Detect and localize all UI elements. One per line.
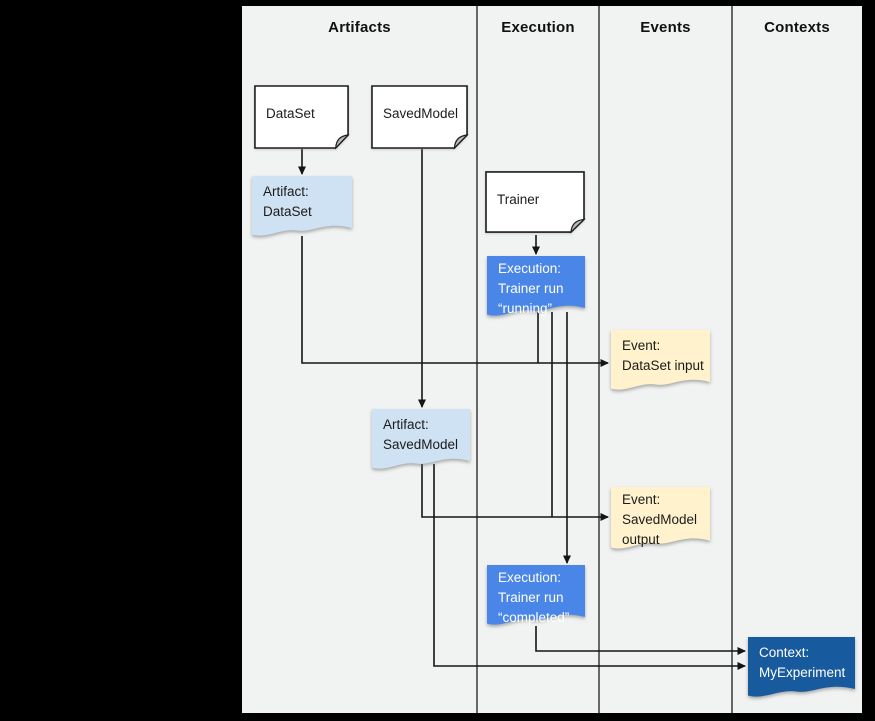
node-execution-running-label: Execution: Trainer run “running” (498, 261, 564, 316)
node-artifact-dataset-label: Artifact: DataSet (263, 184, 312, 219)
node-event-savedmodel-output: Event: SavedModel output (611, 487, 710, 553)
edge-execution-completed-to-context (535, 626, 746, 655)
wavy-document-shape-icon (372, 409, 470, 469)
wavy-document-shape-icon (748, 637, 855, 697)
node-savedmodel-label: SavedModel (383, 106, 459, 121)
node-event-savedmodel-output-label: Event: SavedModel output (622, 492, 698, 547)
wavy-document-shape-icon (487, 256, 585, 316)
node-event-dataset-input: Event: DataSet input (611, 330, 710, 394)
column-header-artifacts: Artifacts (328, 19, 391, 36)
node-dataset-label: DataSet (266, 106, 315, 121)
node-trainer: Trainer (485, 171, 585, 233)
column-header-execution: Execution (501, 19, 575, 36)
node-artifact-savedmodel: Artifact: SavedModel (372, 409, 470, 473)
node-execution-completed: Execution: Trainer run “completed” (487, 565, 585, 629)
node-artifact-dataset: Artifact: DataSet (252, 176, 352, 240)
column-header-events: Events (640, 19, 691, 36)
column-header-contexts: Contexts (764, 19, 830, 36)
node-dataset: DataSet (254, 85, 349, 149)
wavy-document-shape-icon (611, 487, 710, 549)
edge-artifact-dataset-to-event-dataset-input (301, 236, 609, 367)
edge-lines (298, 149, 746, 670)
wavy-document-shape-icon (611, 330, 710, 390)
node-context-myexperiment: Context: MyExperiment (748, 637, 855, 701)
node-trainer-label: Trainer (497, 192, 540, 207)
document-shape-icon (371, 85, 468, 149)
diagram-canvas: Artifacts Execution Events Contexts Data… (242, 6, 862, 713)
document-shape-icon (485, 171, 585, 233)
node-event-dataset-input-label: Event: DataSet input (622, 338, 704, 373)
node-savedmodel: SavedModel (371, 85, 468, 149)
node-context-myexperiment-label: Context: MyExperiment (759, 645, 846, 680)
column-dividers (476, 6, 733, 713)
node-artifact-savedmodel-label: Artifact: SavedModel (383, 417, 459, 452)
edge-artifact-savedmodel-to-context (433, 464, 746, 670)
document-shape-icon (254, 85, 349, 149)
node-execution-running: Execution: Trainer run “running” (487, 256, 585, 320)
edges-layer (298, 6, 746, 713)
wavy-document-shape-icon (252, 176, 352, 236)
edge-artifact-savedmodel-to-event-savedmodel-output (421, 464, 609, 521)
node-execution-completed-label: Execution: Trainer run “completed” (498, 570, 570, 625)
wavy-document-shape-icon (487, 565, 585, 625)
